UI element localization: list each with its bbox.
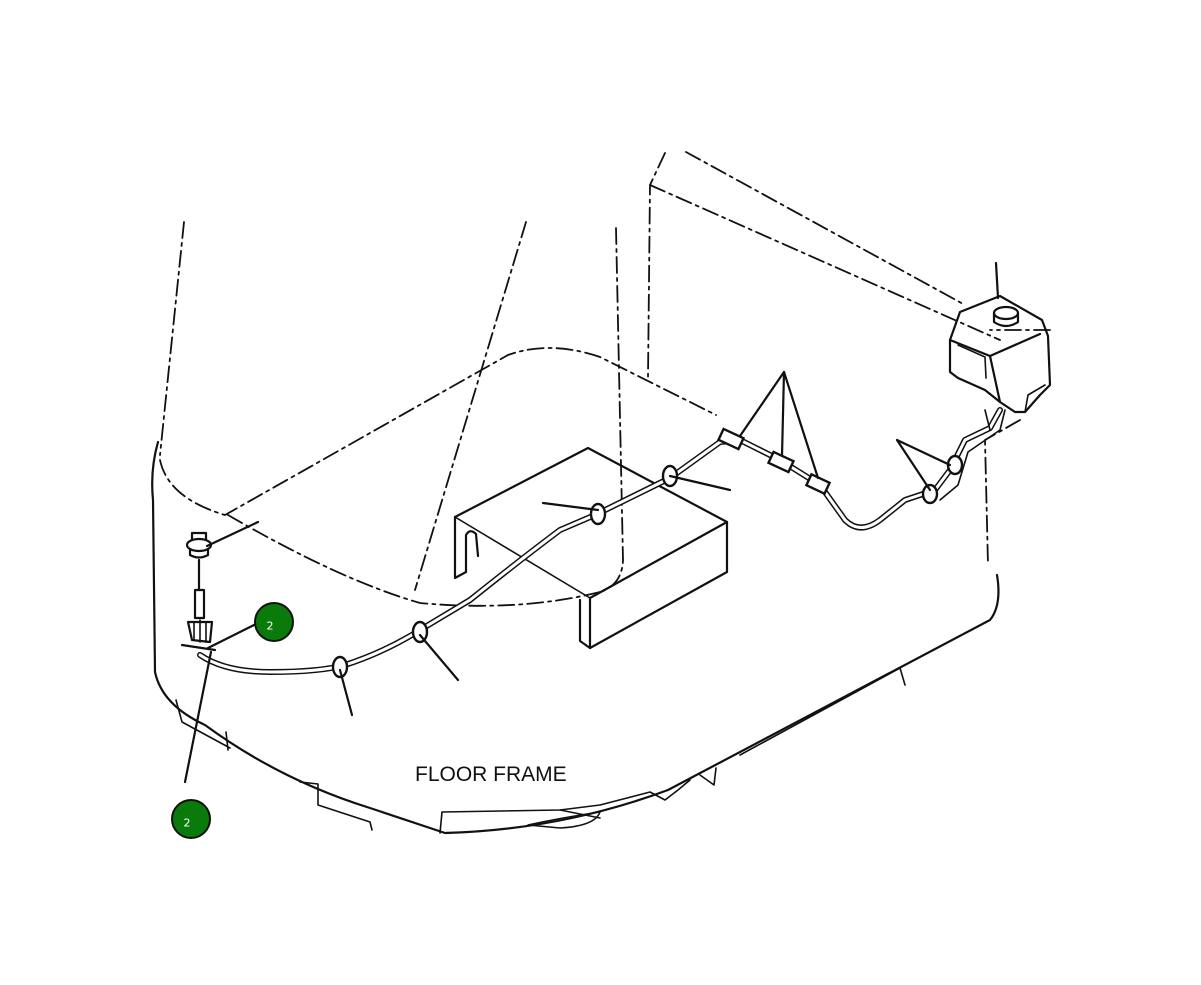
clamp bbox=[804, 472, 832, 496]
hose-clamps bbox=[331, 427, 964, 679]
callout-badge[interactable]: 2 bbox=[254, 602, 294, 642]
callout-circle[interactable] bbox=[171, 799, 211, 839]
nozzle-assembly bbox=[180, 531, 217, 652]
clamp bbox=[331, 655, 349, 679]
callout-badge[interactable]: 2 bbox=[171, 799, 211, 839]
callout-circle[interactable] bbox=[254, 602, 294, 642]
clamp bbox=[716, 427, 746, 451]
phantom-outlines bbox=[159, 151, 1051, 607]
floor-frame-body bbox=[151, 440, 1000, 835]
clamp bbox=[921, 483, 939, 505]
washer-tank bbox=[948, 294, 1052, 414]
center-box bbox=[453, 446, 729, 650]
clamp bbox=[766, 450, 796, 474]
leader-lines bbox=[183, 261, 1000, 784]
washer-hose bbox=[197, 407, 1006, 675]
clamp bbox=[411, 620, 429, 644]
clamp bbox=[589, 502, 607, 526]
floor-frame-label: FLOOR FRAME bbox=[415, 763, 567, 786]
